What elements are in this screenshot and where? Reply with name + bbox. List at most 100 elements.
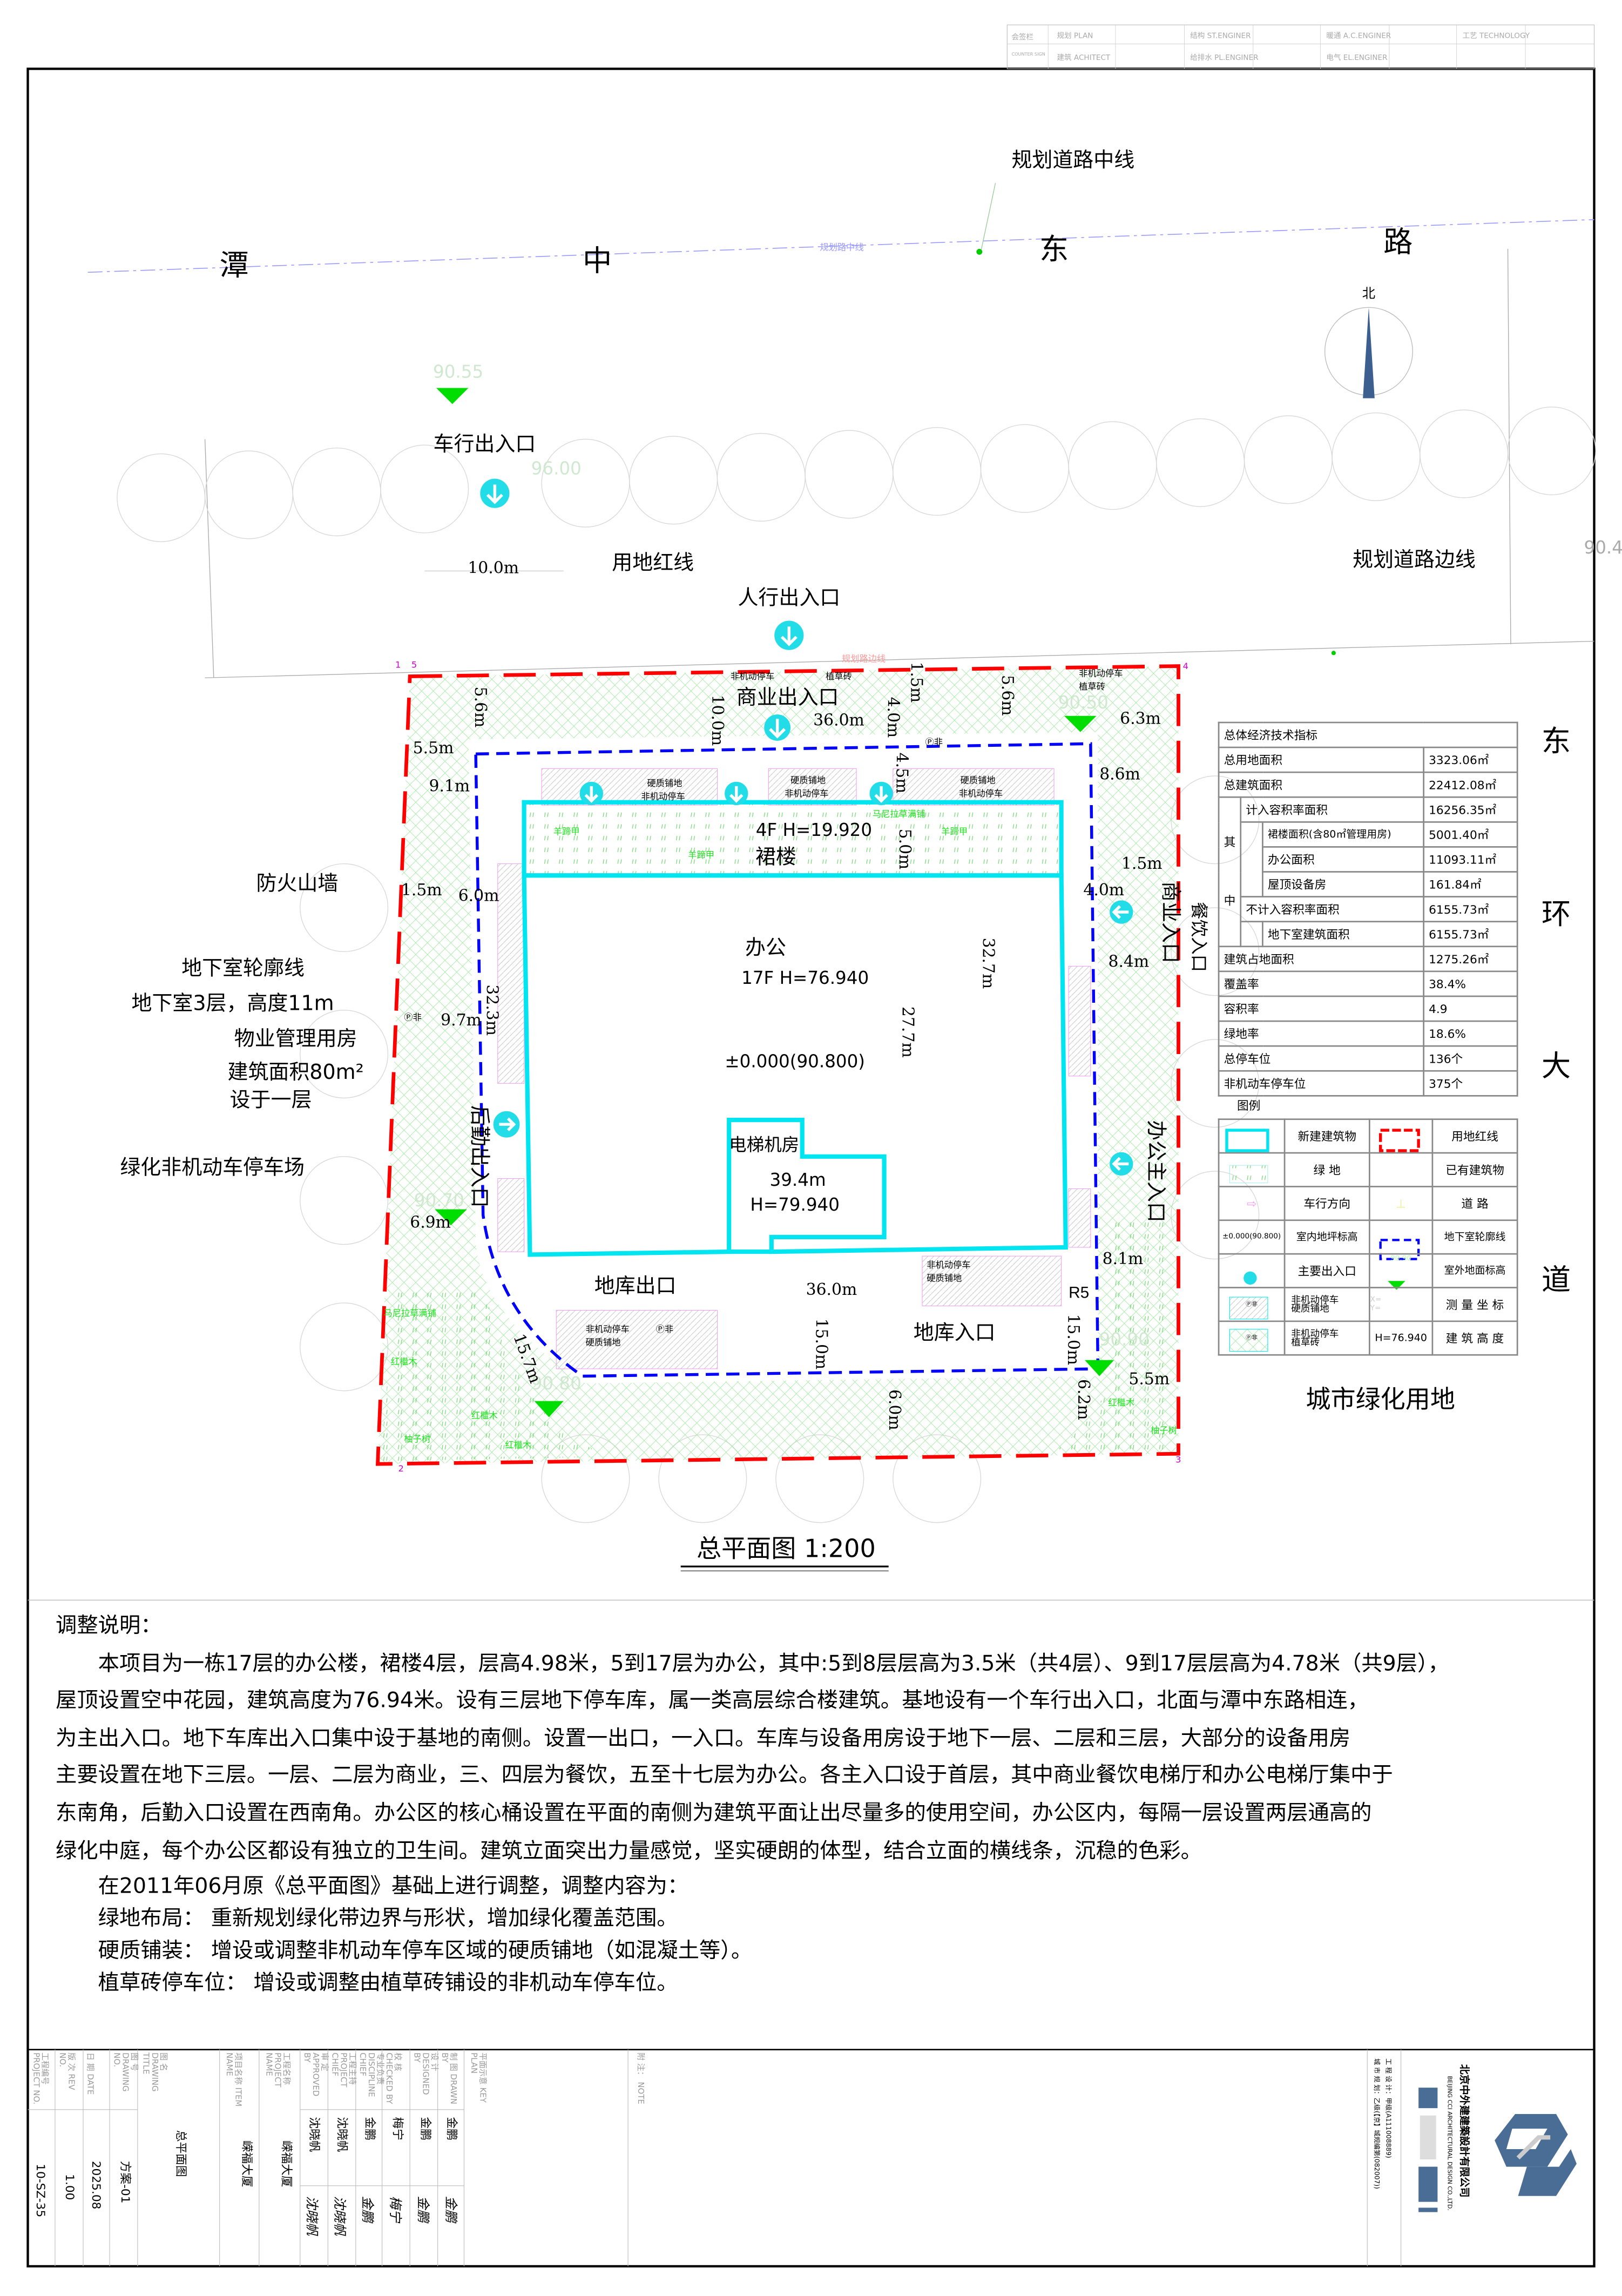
east-road-char: 东 (1541, 723, 1571, 759)
elevator-height: H=79.940 (750, 1194, 840, 1215)
title-block-grid (28, 2049, 1402, 2266)
dimension: 10.0m (707, 694, 727, 746)
pedestrian-entrance-label: 人行出入口 (738, 587, 841, 611)
dining-entrance-label: 餐饮入口 (1188, 902, 1209, 973)
podium-height: 4F H=19.920 (755, 820, 873, 841)
hard-paving-areas (497, 768, 1091, 1369)
elevation: 90.70 (414, 1190, 464, 1211)
loropetalum-label: 红檵木 (390, 1357, 417, 1368)
podium-label: 裙楼 (755, 846, 796, 870)
countersign-electrical: 电气 EL.ENGINER (1326, 54, 1388, 63)
road-name-char: 路 (1383, 224, 1413, 259)
hard-paving-label: 硬质铺地 (927, 1273, 962, 1284)
tb-drawing-title: 总平面图 (174, 2130, 188, 2177)
corner-1: 1 (395, 660, 401, 671)
bike-grass-label: 非机动停车 (730, 672, 775, 683)
dimension: 1.5m (907, 661, 926, 703)
elevation: 90.50 (1058, 692, 1109, 713)
grass-brick-label: 植草砖 (826, 672, 852, 683)
office-main-entrance-label: 办公主入口 (1143, 1120, 1167, 1223)
office-label: 办公 (745, 937, 786, 961)
loropetalum-label: 红檵木 (505, 1440, 532, 1451)
green-bike-parking-label: 绿化非机动车停车场 (120, 1156, 305, 1180)
manila-grass-label: 马尼拉草满铺 (383, 1308, 436, 1319)
direction-arrow-icon: ⇨ (1218, 1186, 1286, 1221)
elevator-dim: 39.4m (769, 1170, 826, 1191)
countersign-technology: 工艺 TECHNOLOGY (1462, 32, 1530, 41)
signature-drawn: 金鹏 (442, 2196, 457, 2223)
countersign-title-en: COUNTER SIGN (1011, 51, 1045, 57)
road-edge-line (205, 640, 1594, 678)
countersign-architect: 建筑 ACHITECT (1057, 54, 1111, 63)
drawing-no: 方案-01 (118, 2160, 132, 2204)
signature-approved: 沈晓帆 (303, 2196, 318, 2236)
basement-outline-label: 地下室轮廓线 (181, 957, 305, 981)
dimension: 5.6m (470, 686, 490, 728)
tb-label: 平面示意 KEY PLAN (468, 2052, 486, 2103)
project-chief: 沈晓帆 (335, 2117, 349, 2152)
dimension: 9.7m (441, 1011, 482, 1030)
road-name-char: 东 (1039, 231, 1069, 267)
tb-label: 专业负责 DISCIPLINE CHIEF (357, 2052, 384, 2097)
design-license: 工 程 设 计：甲级(A111008889) (1383, 2058, 1391, 2158)
dimension: 8.4m (1108, 952, 1150, 971)
commercial-exit-label: 商业出入口 (736, 686, 839, 710)
dimension: 36.0m (806, 1280, 857, 1300)
dimension: 6.0m (884, 1389, 904, 1430)
tb-label: 附 注： NOTE (635, 2052, 644, 2104)
dimension: 4.0m (883, 697, 903, 738)
p-bike-label: Ⓟ非 (655, 1325, 674, 1335)
pomelo-label: 柚子树 (404, 1434, 431, 1445)
tb-label: 图 号 DRAWING NO. (111, 2052, 138, 2092)
countersign-plan: 规划 PLAN (1057, 32, 1093, 41)
tb-label: 校 核 CHECKED BY (383, 2052, 401, 2104)
elevation: 90.80 (531, 1373, 582, 1394)
hard-paving-label: 硬质铺地 (647, 779, 682, 789)
signature-chief: 沈晓帆 (330, 2196, 346, 2236)
corner-5: 5 (411, 660, 417, 671)
hard-paving-label: 硬质铺地 (790, 775, 826, 786)
project-name: 嵘福大厦 (279, 2140, 293, 2187)
property-floor-label: 设于一层 (229, 1089, 312, 1113)
countersign-title: 会签栏 (1011, 33, 1034, 43)
bauhinia-label: 羊蹄甲 (941, 827, 968, 838)
dimension: R5 (1069, 1285, 1090, 1302)
floor-level: ±0.000(90.800) (725, 1051, 866, 1072)
dimension: 1.5m (1121, 854, 1163, 874)
dimension: 5.0m (895, 828, 915, 870)
loropetalum-label: 红檵木 (1108, 1398, 1135, 1409)
table-row: 裙楼面积(含80㎡管理用房)5001.40㎡ (1219, 821, 1518, 897)
road-name-char: 中 (583, 243, 612, 279)
tb-label: 设 计 DESIGNED BY (411, 2052, 438, 2095)
signature-discipline: 金鹏 (359, 2196, 374, 2223)
p-bike-label: Ⓟ非 (925, 738, 943, 748)
drawing-title: 总平面图 1:200 (696, 1535, 876, 1564)
countersign-hvac: 暖通 A.C.ENGINER (1326, 32, 1391, 41)
table-title: 总体经济技术指标 (1218, 721, 1518, 748)
tb-label: 日 期 DATE (85, 2052, 94, 2095)
site-red-line (375, 664, 1180, 1466)
dimension: 5.5m (1128, 1369, 1170, 1389)
tb-label: 项目名称 ITEM NAME (224, 2052, 242, 2107)
dimension: 5.6m (997, 674, 1017, 716)
logistics-entrance-label: 后勤出入口 (467, 1105, 491, 1208)
dimension: 15.0m (1063, 1314, 1083, 1366)
road-icon: ⊥ (1368, 1186, 1434, 1221)
qizhong-label: 其中 (1218, 796, 1242, 948)
notes-title: 调整说明： (56, 1615, 162, 1638)
dimension: 8.6m (1099, 765, 1140, 784)
podium-outline (522, 800, 1064, 878)
dimension: 9.1m (429, 776, 470, 796)
road-edge-label: 规划道路边线 (1353, 549, 1476, 573)
tb-label: 版 次 REV NO. (57, 2052, 75, 2090)
bauhinia-label: 羊蹄甲 (553, 827, 580, 838)
bauhinia-label: 羊蹄甲 (688, 850, 715, 861)
